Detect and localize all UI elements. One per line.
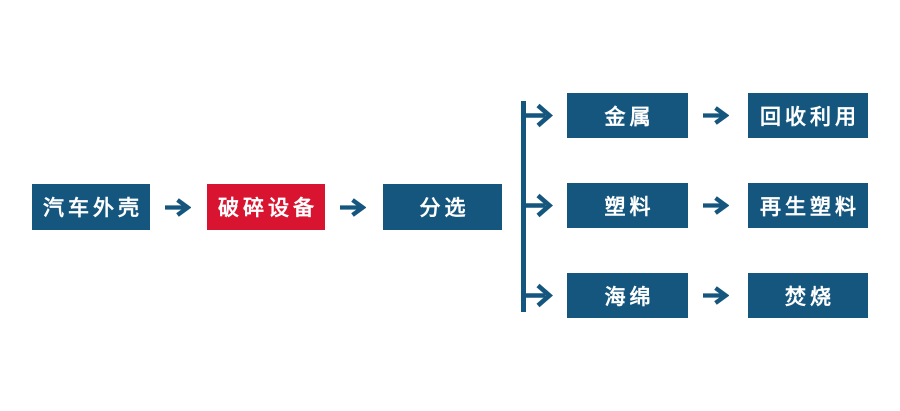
node-plastic: 塑料 [567, 183, 688, 228]
right-arrow-icon [703, 106, 729, 125]
branch-arrow-icon [524, 103, 553, 128]
branch-connector-line [521, 101, 526, 312]
right-arrow-icon [703, 286, 729, 305]
right-arrow-icon [703, 196, 729, 215]
node-sorting: 分选 [383, 184, 502, 230]
right-arrow-icon [340, 198, 366, 217]
right-arrow-icon [165, 198, 191, 217]
branch-arrow-icon [524, 283, 553, 308]
node-sponge: 海绵 [567, 273, 688, 318]
branch-arrow-icon [524, 193, 553, 218]
node-recycle-reuse: 回收利用 [748, 93, 868, 138]
node-car-shell: 汽车外壳 [32, 184, 150, 230]
node-crushing-equipment: 破碎设备 [207, 184, 325, 230]
node-recycled-plastic: 再生塑料 [748, 183, 868, 228]
node-metal: 金属 [567, 93, 688, 138]
node-incineration: 焚烧 [748, 273, 868, 318]
